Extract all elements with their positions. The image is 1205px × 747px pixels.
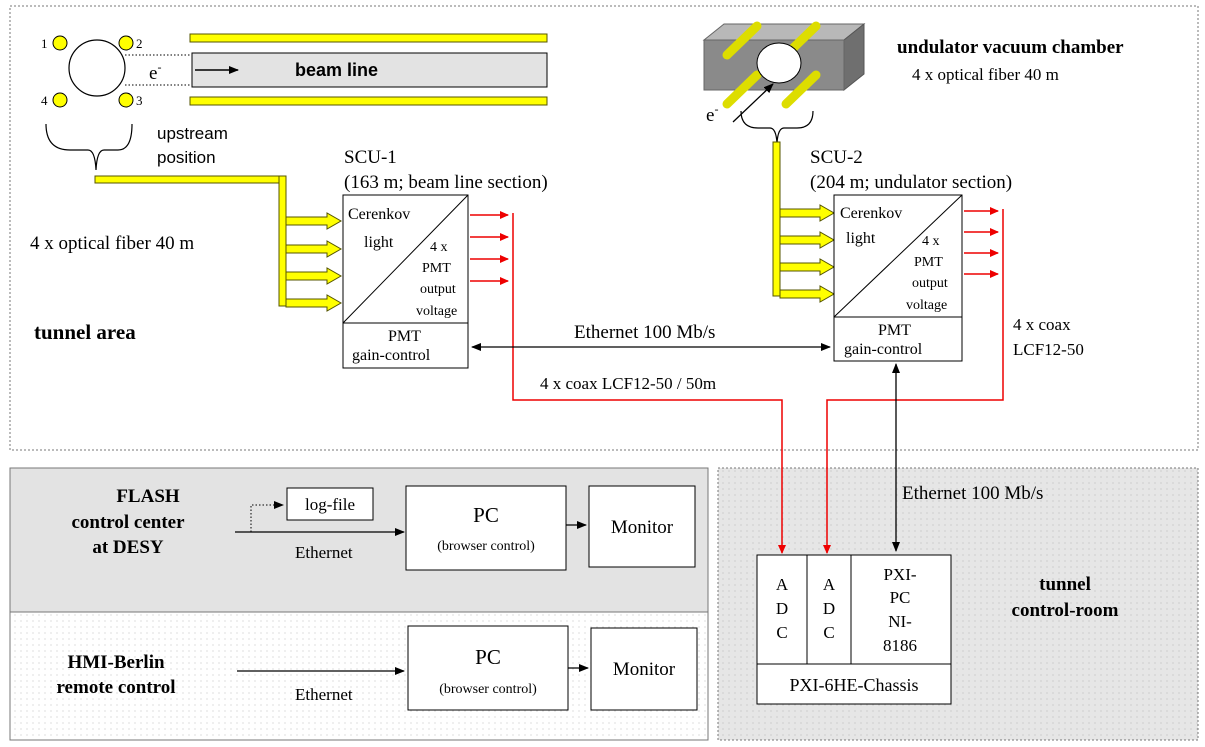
position-label: position [157,148,216,167]
adc1-letter-c: C [776,623,787,642]
pxi-line3: NI- [888,612,912,631]
scu1-pmt-line3: output [420,282,456,297]
scu2-pmt-line3: output [912,276,948,291]
pmt-1-dot [52,35,68,51]
scu1-pmt-line4: voltage [416,304,457,319]
tunnel-area-label: tunnel area [34,320,136,344]
pxi-line2: PC [890,588,911,607]
hmi-browser-label: (browser control) [439,682,537,697]
pxi-line4: 8186 [883,636,917,655]
hmi-ethernet-label: Ethernet [295,685,353,704]
fiber-bar-top [189,33,548,43]
beam-line-tube [191,52,548,88]
flash-line3: at DESY [92,537,164,558]
scu1-diagonal [342,194,469,324]
scu2-signal-outputs [823,207,1004,554]
scu1-gain-line1: PMT [388,328,421,345]
upstream-fiber-label: 4 x optical fiber 40 m [30,233,194,254]
hmi-line2: remote control [56,677,175,698]
scu2-gain-line1: PMT [878,322,911,339]
adc2-letter-c: C [823,623,834,642]
scu2-pmt-line2: PMT [914,255,943,270]
coax-label-1: 4 x coax LCF12-50 / 50m [540,374,716,393]
scu2-cerenkov: Cerenkov [840,205,902,222]
scu1-pmt-line1: 4 x [430,240,448,255]
logfile-label: log-file [305,495,355,514]
beam-line-label: beam line [295,60,378,80]
scu2-pmt-line1: 4 x [922,234,940,249]
scu1-subtitle: (163 m; beam line section) [344,172,548,193]
flash-line1: FLASH [116,486,180,507]
control-room-line2: control-room [1012,600,1119,621]
scu1-signal-outputs [470,211,786,554]
ethernet-pxi-label: Ethernet 100 Mb/s [902,483,1043,504]
beam-pipe-circle [68,39,126,97]
hmi-pc-label: PC [475,645,501,669]
ethernet-scu-label: Ethernet 100 Mb/s [574,322,715,343]
scu2-title: SCU-2 [810,147,863,168]
adc2-letter-d: D [823,599,835,618]
scu1-pmt-line2: PMT [422,261,451,276]
fiber-bar-bottom [189,96,548,106]
pmt-4-dot [52,92,68,108]
pmt-label-3: 3 [136,93,143,108]
pxi-chassis-label: PXI-6HE-Chassis [790,675,919,695]
flash-pc-box [405,485,567,571]
scu2-gain-line2: gain-control [844,341,923,358]
control-room-line1: tunnel [1039,574,1091,595]
scu1-light: light [364,234,394,251]
scu1-box [342,194,469,369]
upstream-label: upstream [157,124,228,143]
coax-label-2-line2: LCF12-50 [1013,340,1084,359]
coax-label-2-line1: 4 x coax [1013,315,1071,334]
flash-ethernet-label: Ethernet [295,543,353,562]
scu2-pmt-line4: voltage [906,298,947,313]
undulator-fiber-bundle [772,141,836,303]
scu1-cerenkov: Cerenkov [348,206,410,223]
undulator-title: undulator vacuum chamber [897,37,1124,58]
upstream-fiber-bundle [94,175,343,312]
flash-line2: control center [71,512,185,533]
adc1-letter-a: A [776,575,789,594]
scu2-box [833,194,963,362]
flash-monitor-label: Monitor [611,517,674,538]
logfile-box [286,487,374,521]
hmi-monitor-label: Monitor [613,659,676,680]
flash-monitor-box [588,485,696,568]
hmi-monitor-box [590,627,698,711]
adc2-letter-a: A [823,575,836,594]
upstream-pmt-group: 1 2 4 3 [41,35,143,108]
scu1-gain-line2: gain-control [352,347,431,364]
beam-electron: e- [149,60,161,84]
scu2-light: light [846,230,876,247]
upstream-brace [45,123,133,171]
pmt-label-2: 2 [136,36,143,51]
scu2-subtitle: (204 m; undulator section) [810,172,1012,193]
flash-browser-label: (browser control) [437,539,535,554]
hmi-pc-box [407,625,569,711]
adc1-letter-d: D [776,599,788,618]
pxi-line1: PXI- [883,565,916,584]
undulator-chamber [702,21,866,123]
pmt-label-1: 1 [41,36,48,51]
pxi-chassis-box [756,554,952,705]
undulator-electron: e- [706,102,718,126]
flash-pc-label: PC [473,503,499,527]
hmi-line1: HMI-Berlin [67,652,165,673]
scu1-title: SCU-1 [344,147,397,168]
pmt-2-dot [118,35,134,51]
scu2-diagonal [833,194,963,318]
pmt-label-4: 4 [41,93,48,108]
pmt-3-dot [118,92,134,108]
undulator-fiber-label: 4 x optical fiber 40 m [912,65,1059,84]
